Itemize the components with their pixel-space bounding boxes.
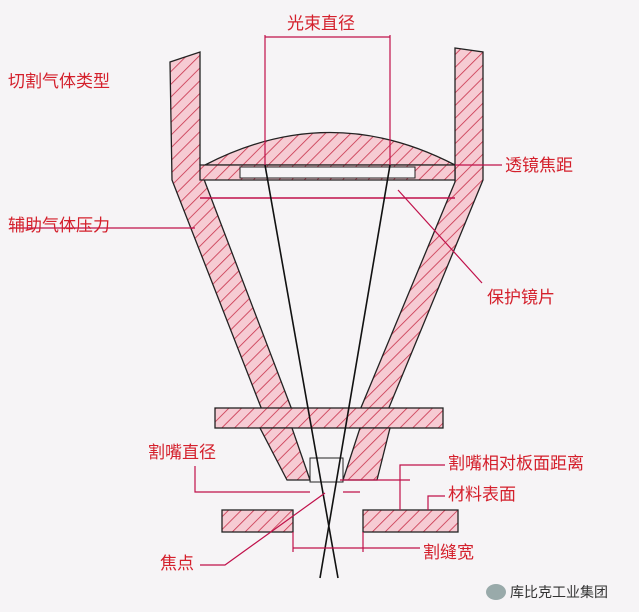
leader-lines bbox=[10, 35, 502, 566]
label-cutting-gas-type: 切割气体类型 bbox=[8, 72, 110, 92]
label-focal-point: 焦点 bbox=[160, 554, 194, 574]
laser-beam-right bbox=[319, 164, 391, 579]
label-kerf-width: 割缝宽 bbox=[423, 543, 474, 563]
watermark-text: 库比克工业集团 bbox=[510, 585, 608, 601]
workpiece-right bbox=[362, 509, 459, 533]
nozzle-tip-right bbox=[342, 427, 391, 481]
label-assist-gas-pressure: 辅助气体压力 bbox=[8, 216, 110, 236]
left-nozzle-wall bbox=[169, 51, 293, 411]
label-protective-lens: 保护镜片 bbox=[487, 288, 555, 308]
watermark: 库比克工业集团 bbox=[486, 582, 608, 602]
nozzle-diameter-leader bbox=[194, 466, 310, 493]
wechat-icon bbox=[486, 584, 506, 600]
lens-window bbox=[239, 166, 416, 179]
focusing-lens bbox=[204, 131, 456, 166]
nozzle-tip-left bbox=[258, 427, 311, 481]
nozzle-to-plate-leader bbox=[399, 464, 445, 480]
laser-beam-left bbox=[264, 164, 339, 579]
protective-lens-leader bbox=[397, 189, 483, 284]
label-nozzle-to-plate-distance: 割嘴相对板面距离 bbox=[448, 454, 584, 474]
label-nozzle-diameter: 割嘴直径 bbox=[148, 443, 216, 463]
label-material-surface: 材料表面 bbox=[448, 485, 516, 505]
focal-point-leader bbox=[200, 492, 326, 566]
nozzle-orifice bbox=[309, 457, 344, 483]
workpiece-left bbox=[221, 509, 294, 533]
label-lens-focal-length: 透镜焦距 bbox=[505, 156, 573, 176]
material-surface-leader bbox=[427, 495, 445, 510]
label-beam-diameter: 光束直径 bbox=[287, 14, 355, 34]
nozzle-flange bbox=[214, 407, 444, 429]
